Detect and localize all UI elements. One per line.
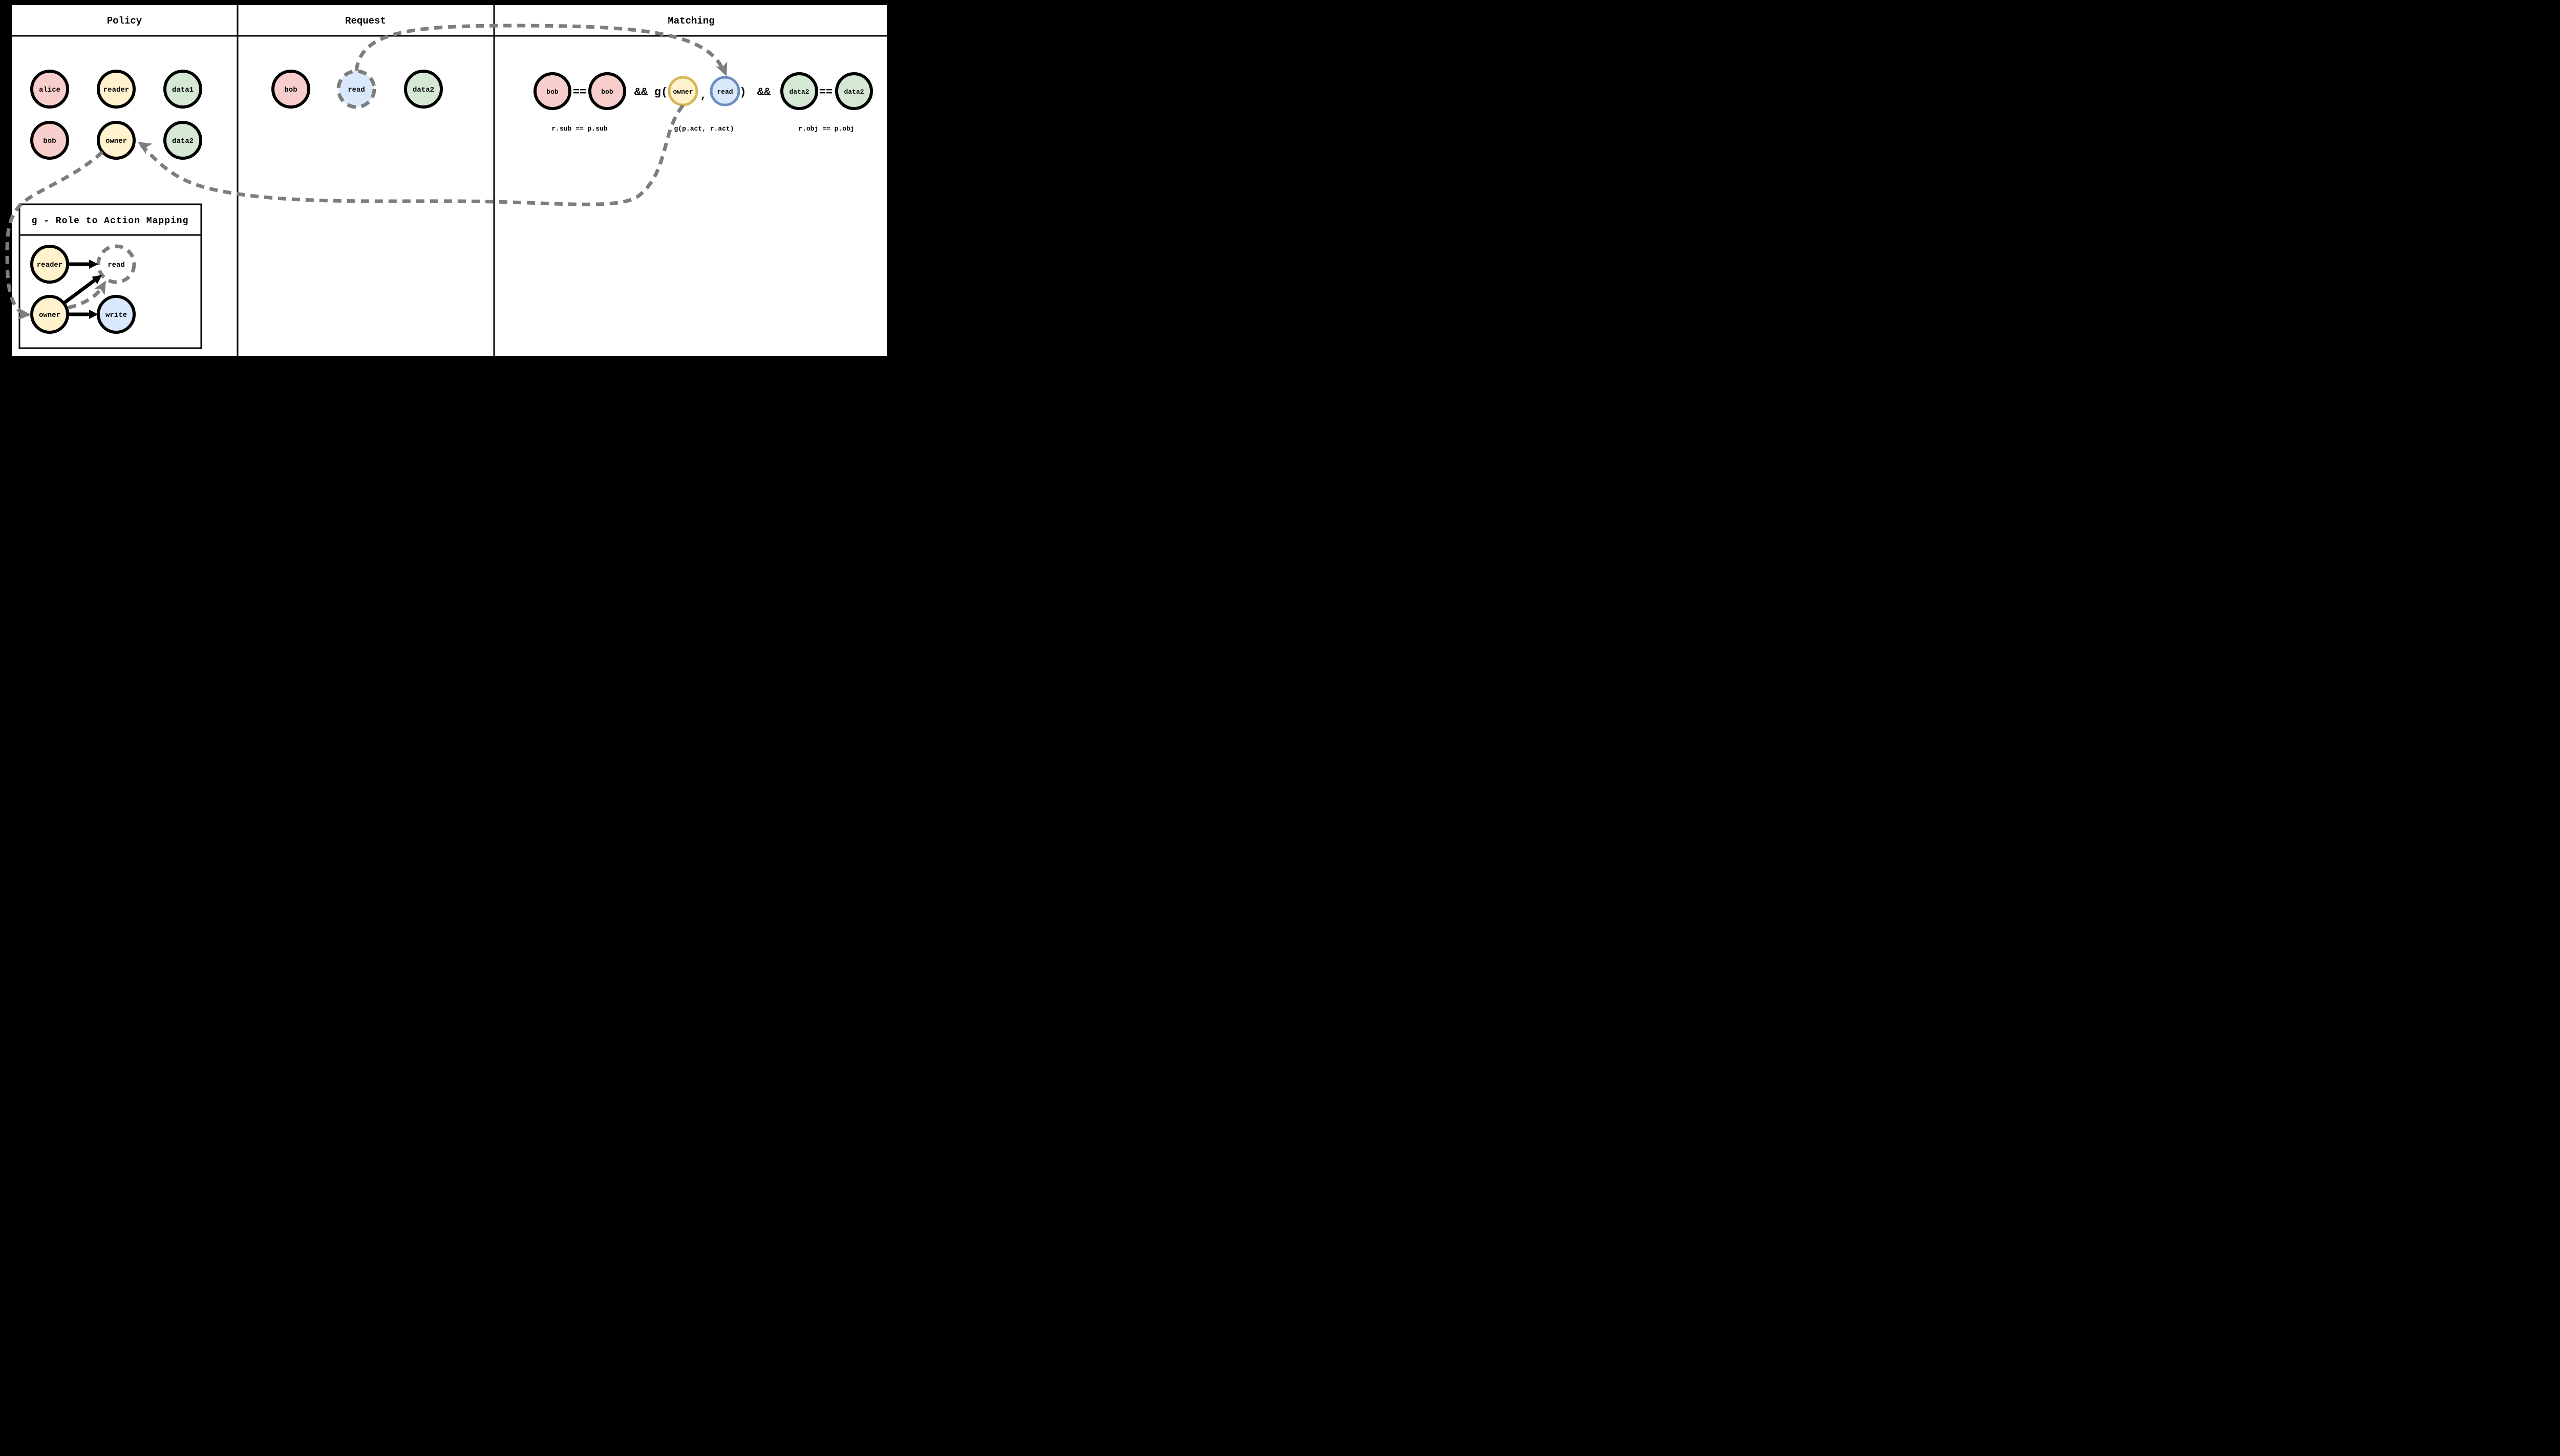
node-ellipse (534, 72, 571, 110)
node-ellipse (30, 70, 69, 109)
node-label: read (717, 88, 733, 96)
node-request-data2: data2 (404, 70, 443, 109)
operator-and-2: && (757, 86, 771, 99)
node-label: data2 (789, 88, 809, 96)
trace-request-read-to-matching-read (354, 24, 728, 76)
annotation-sub-match: r.sub == p.sub (551, 125, 607, 133)
node-policy-data1: data1 (163, 70, 202, 109)
node-label: alice (39, 86, 60, 94)
node-label: read (348, 86, 365, 94)
node-policy-owner: owner (97, 121, 136, 160)
node-label: bob (284, 86, 297, 94)
node-policy-data2: data2 (163, 121, 202, 160)
node-ellipse (271, 70, 310, 109)
node-ellipse-dashed (336, 69, 376, 109)
annotation-act-match: g(p.act, r.act) (674, 125, 734, 133)
node-ellipse (163, 121, 202, 160)
panel-title-request: Request (345, 15, 386, 27)
trace-policy-owner-to-gbox-owner (5, 151, 104, 320)
edge-owner-to-write (69, 310, 98, 319)
panel-title-policy: Policy (107, 15, 142, 27)
node-gbox-write: write (97, 295, 136, 334)
node-matching-p-act: owner (668, 76, 698, 106)
edge-reader-to-read (69, 260, 98, 269)
trace-matching-owner-to-policy-owner (138, 104, 685, 206)
node-gbox-reader: reader (30, 245, 69, 284)
operator-equals-2: == (819, 86, 833, 99)
trace-curve (5, 151, 104, 316)
function-g-close: ) (739, 86, 746, 99)
arrow-head-icon (716, 61, 728, 76)
node-ellipse (588, 72, 626, 110)
node-label: write (105, 311, 127, 319)
node-label: owner (673, 88, 693, 96)
node-policy-bob: bob (30, 121, 69, 160)
role-mapping-box: g - Role to Action Mapping reader read o… (18, 203, 202, 349)
node-ellipse (835, 72, 873, 110)
casbin-matching-diagram: Policy Request Matching alice reader dat… (0, 0, 898, 364)
node-ellipse (710, 76, 740, 106)
node-label: data2 (844, 88, 864, 96)
edge-owner-to-read (62, 275, 102, 305)
node-label: bob (43, 137, 56, 145)
node-ellipse (97, 121, 136, 160)
node-label: bob (601, 88, 613, 96)
node-label: owner (105, 137, 127, 145)
edge-line (62, 277, 98, 305)
arrow-head-icon (89, 260, 98, 269)
trace-curve (68, 284, 105, 310)
arrow-head-icon (94, 281, 106, 295)
node-matching-p-obj: data2 (835, 72, 873, 110)
annotation-obj-match: r.obj == p.obj (798, 125, 854, 133)
node-policy-alice: alice (30, 70, 69, 109)
node-label: read (108, 261, 125, 269)
node-matching-r-obj: data2 (780, 72, 818, 110)
node-label: reader (103, 86, 129, 94)
trace-curve (139, 104, 685, 206)
node-label: data2 (413, 86, 434, 94)
node-request-bob: bob (271, 70, 310, 109)
operator-and: && (634, 86, 648, 99)
role-mapping-title: g - Role to Action Mapping (32, 216, 189, 226)
node-ellipse (404, 70, 443, 109)
operator-equals: == (573, 86, 586, 99)
node-matching-r-act: read (710, 76, 740, 106)
function-g-open: g( (654, 86, 668, 99)
node-ellipse (163, 70, 202, 109)
node-policy-reader: reader (97, 70, 136, 109)
node-ellipse (30, 295, 69, 334)
node-ellipse (780, 72, 818, 110)
node-label: bob (546, 88, 559, 96)
comma-separator: , (700, 89, 707, 102)
arrow-head-icon (17, 308, 31, 320)
arrow-head-icon (89, 310, 98, 319)
arrow-head-icon (92, 275, 102, 285)
node-label: reader (37, 261, 62, 269)
node-ellipse (30, 121, 69, 160)
node-matching-r-sub: bob (534, 72, 571, 110)
arrow-head-icon (138, 142, 153, 154)
node-ellipse (668, 76, 698, 106)
node-label: owner (39, 311, 60, 319)
node-label: data1 (172, 86, 194, 94)
panel-title-matching: Matching (668, 15, 714, 27)
matching-expression: bob == bob && g( owner , read ) && data2… (534, 72, 873, 133)
node-ellipse (30, 245, 69, 284)
node-ellipse (97, 70, 136, 109)
diagram-canvas: Policy Request Matching alice reader dat… (0, 0, 898, 364)
trace-gbox-owner-to-gbox-read (68, 281, 106, 310)
node-request-read: read (336, 69, 376, 109)
node-gbox-owner: owner (30, 295, 69, 334)
node-label: data2 (172, 137, 194, 145)
node-matching-p-sub: bob (588, 72, 626, 110)
